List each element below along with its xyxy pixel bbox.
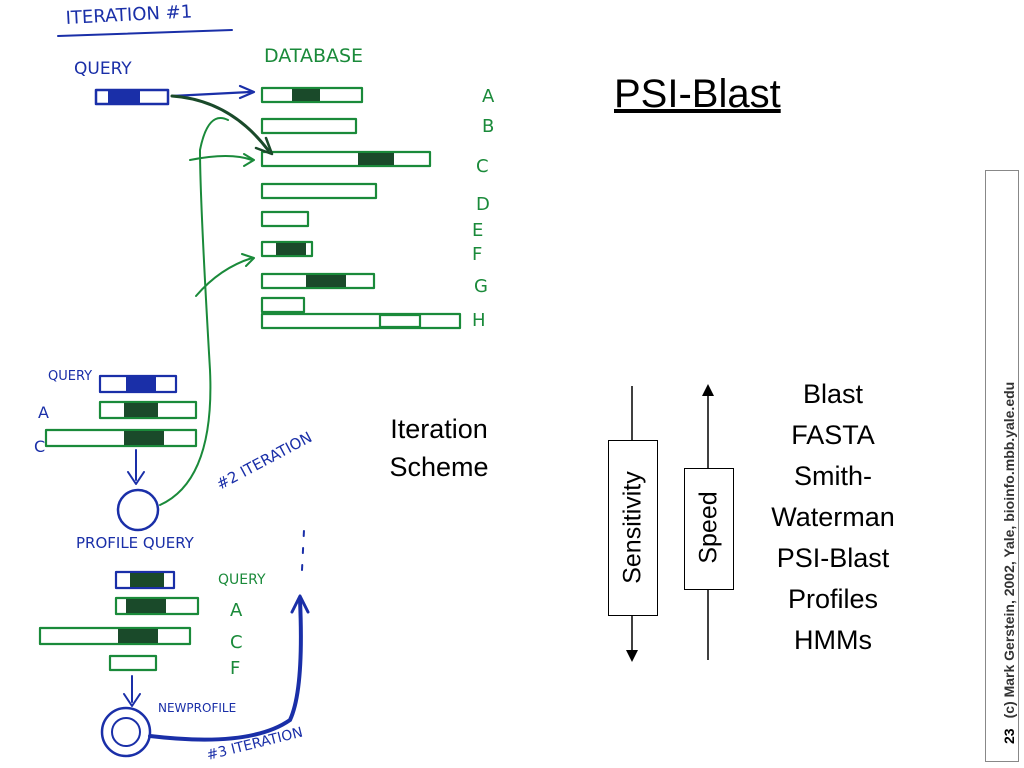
scheme-line-2: Scheme: [389, 452, 489, 482]
credit-box: [985, 170, 1019, 762]
iteration2-label: #2 ITERATION: [213, 428, 315, 493]
lower-label-c: C: [34, 437, 45, 456]
db-letter-b: B: [482, 116, 494, 137]
db-letter-d: D: [476, 194, 490, 215]
bottom-query-label: QUERY: [218, 572, 266, 588]
db-letter-f: F: [472, 244, 482, 265]
db-letters: A B C D E F G H: [472, 86, 495, 331]
iteration2-curve: [159, 117, 229, 506]
method-psi-blast: PSI-Blast: [776, 543, 890, 573]
db-letter-c: C: [476, 156, 489, 177]
query-bar-fill: [108, 91, 140, 103]
bottom-label-f: F: [230, 658, 240, 679]
sensitivity-arrowhead: [626, 650, 638, 662]
database-label: DATABASE: [264, 45, 363, 67]
method-hmms: HMMs: [794, 625, 872, 655]
speed-label: Speed: [694, 491, 723, 564]
sensitivity-label: Sensitivity: [618, 471, 647, 584]
lower-label-a: A: [38, 403, 49, 422]
db-letter-a: A: [482, 86, 495, 107]
method-fasta: FASTA: [791, 420, 875, 450]
new-profile-label: NEWPROFILE: [158, 701, 236, 715]
arrow-query-db-c: [170, 94, 270, 152]
profile-circle: [116, 488, 160, 532]
query-label: QUERY: [74, 59, 132, 79]
db-rows: [260, 86, 462, 330]
credit-text: 23 (c) Mark Gerstein, 2002, Yale, bioinfo…: [1001, 382, 1017, 744]
credit-line: (c) Mark Gerstein, 2002, Yale, bioinfo.m…: [1001, 381, 1017, 719]
lower-query-bar: [98, 374, 178, 394]
profile-query-label: PROFILE QUERY: [76, 534, 195, 552]
bottom-label-c: C: [230, 632, 243, 653]
scheme-line-1: Iteration: [390, 414, 488, 444]
arrow-query-db-a: [170, 90, 252, 98]
method-smith: Smith-: [793, 461, 872, 491]
iteration3-curve: [148, 598, 303, 742]
method-blast: Blast: [802, 379, 864, 409]
db-letter-h: H: [472, 310, 486, 331]
heading-underline: [57, 29, 233, 37]
sketch-heading: ITERATION #1: [65, 1, 192, 29]
sensitivity-box: Sensitivity: [608, 440, 658, 616]
lower-query-label: QUERY: [48, 369, 92, 384]
new-profile-circle: [100, 706, 152, 758]
methods-list: Blast FASTA Smith- Waterman PSI-Blast Pr…: [752, 374, 914, 661]
page-number: 23: [1001, 728, 1017, 744]
method-waterman: Waterman: [771, 502, 895, 532]
dotted-continuation: [301, 529, 305, 571]
query-bar: [94, 88, 170, 106]
method-profiles: Profiles: [787, 584, 879, 614]
speed-arrowhead: [702, 384, 714, 396]
page-title: PSI-Blast: [614, 72, 781, 116]
iteration3-label: #3 ITERATION: [205, 725, 304, 764]
iteration-scheme-caption: Iteration Scheme: [370, 410, 508, 486]
db-letter-g: G: [474, 276, 488, 297]
db-letter-e: E: [472, 220, 483, 241]
bottom-label-a: A: [230, 600, 243, 621]
speed-box: Speed: [684, 468, 734, 590]
